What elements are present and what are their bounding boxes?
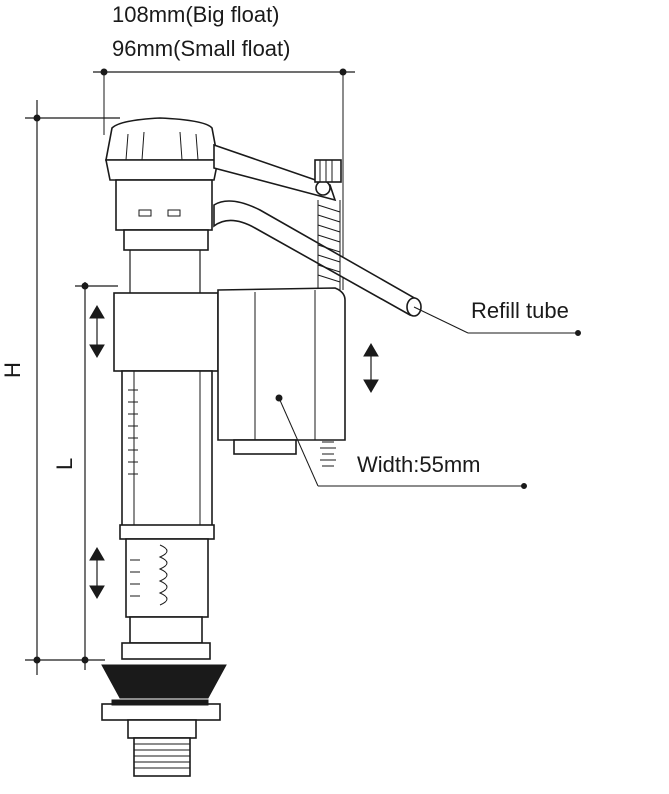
dot-marker-icon <box>575 330 581 336</box>
length-label: L <box>52 458 77 470</box>
length-dimension: L <box>52 282 118 670</box>
width-label: Width:55mm <box>357 452 480 477</box>
width-callout: Width:55mm <box>275 394 527 489</box>
height-dimension: H <box>0 100 120 675</box>
top-width-dimension: 108mm(Big float) 96mm(Small float) <box>93 2 355 290</box>
double-arrow-icon <box>89 305 105 358</box>
double-arrow-icon <box>363 343 379 393</box>
refill-tube-callout: Refill tube <box>413 298 581 336</box>
small-float-label: 96mm(Small float) <box>112 36 290 61</box>
height-label: H <box>0 362 25 378</box>
big-float-label: 108mm(Big float) <box>112 2 280 27</box>
double-arrow-icon <box>89 547 105 599</box>
fill-valve <box>101 117 422 777</box>
dot-marker-icon <box>521 483 527 489</box>
refill-tube-label: Refill tube <box>471 298 569 323</box>
